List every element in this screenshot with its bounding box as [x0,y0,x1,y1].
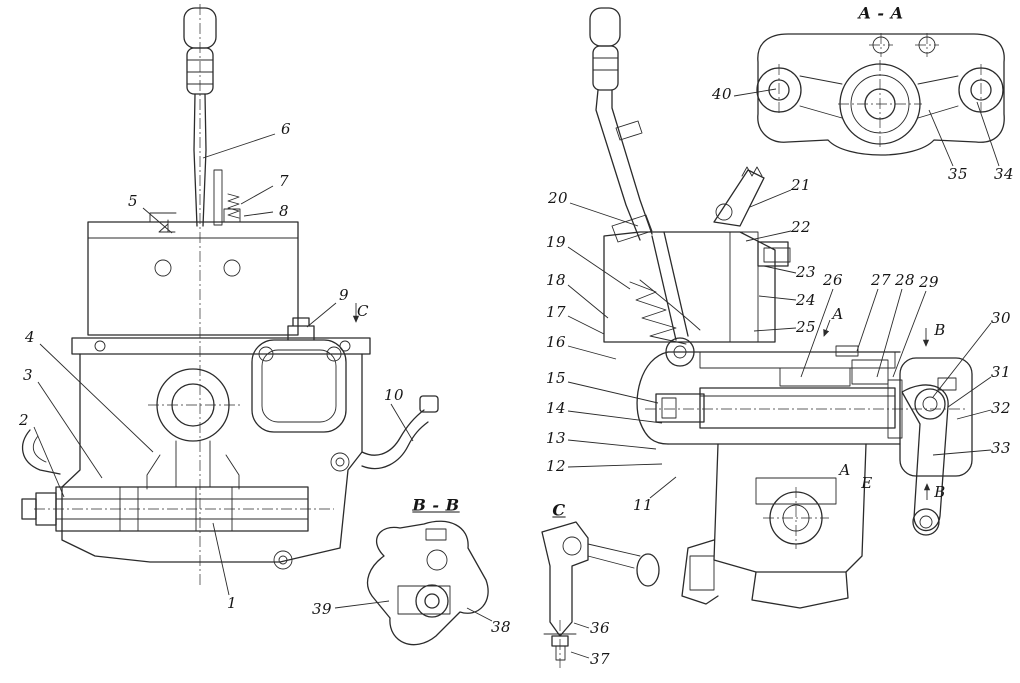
leader-line-22 [745,230,792,242]
leader-line-19 [567,246,631,290]
leader-line-9 [306,302,337,328]
leader-line-29 [892,290,927,378]
leader-line-37 [570,651,590,659]
leader-line-21 [749,189,792,208]
leader-line-6 [202,133,276,159]
leader-line-2 [33,426,65,498]
leader-line-28 [876,288,903,378]
leader-line-30 [932,322,992,398]
leader-line-39 [334,600,390,609]
leader-line-33 [932,449,992,456]
leader-line-25 [753,327,797,332]
section-c-drawing [541,521,660,668]
leader-line-13 [567,439,657,450]
leader-line-32 [956,409,992,420]
leader-line-20 [569,202,639,227]
leader-line-11 [649,476,677,499]
leader-line-35 [928,109,954,167]
right-assembly-drawing [589,7,973,609]
leader-line-23 [763,265,797,274]
leader-line-31 [947,376,992,408]
leader-line-5 [142,207,173,234]
section-aa-drawing [756,33,1005,156]
leader-line-24 [758,295,797,301]
leader-line-36 [573,622,590,629]
leader-line-4 [39,343,154,453]
leader-line-14 [567,410,663,424]
left-assembly-drawing [21,4,439,585]
leader-line-34 [976,101,1000,167]
leader-line-15 [567,381,659,404]
section-bb-drawing [367,520,489,646]
leader-line-38 [466,607,493,622]
leader-line-27 [856,288,879,352]
leader-line-17 [567,315,605,335]
leader-line-7 [240,185,274,205]
leader-line-3 [37,381,103,479]
leader-line-12 [567,463,663,468]
leader-line-1 [212,522,230,596]
leader-line-8 [243,211,274,217]
leader-line-40 [733,88,777,97]
leader-line-16 [567,345,617,360]
section-arrow-A [823,319,831,337]
leader-line-26 [800,288,834,378]
leader-line-18 [567,284,609,319]
leader-line-10 [390,403,414,442]
